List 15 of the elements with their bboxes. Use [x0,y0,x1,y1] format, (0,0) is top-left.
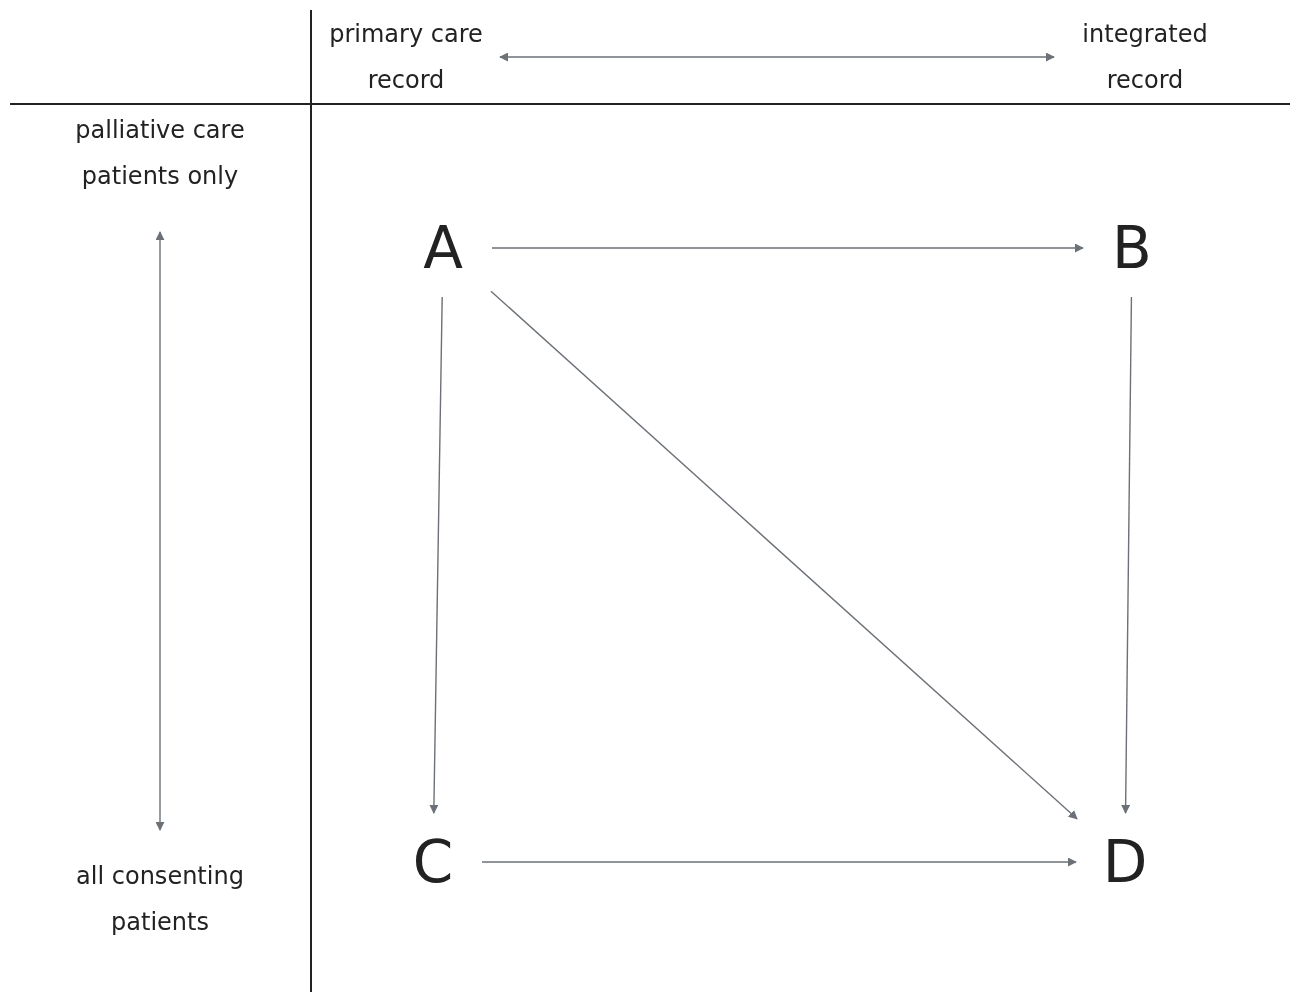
axis-label: integrated record [1081,19,1209,96]
arrow [481,857,1077,867]
arrow [491,243,1084,253]
node-letter: D [1102,833,1148,891]
node-letter: C [412,833,454,891]
arrow [1121,296,1133,814]
arrow [490,290,1078,820]
node-letter: B [1112,219,1152,277]
node-letter: A [423,219,463,277]
arrow [155,231,165,831]
arrow [499,52,1055,62]
axis-label: palliative care patients only [74,115,246,192]
axis-label: all consenting patients [75,861,245,938]
arrow [429,296,443,814]
axis-label: primary care record [328,19,484,96]
